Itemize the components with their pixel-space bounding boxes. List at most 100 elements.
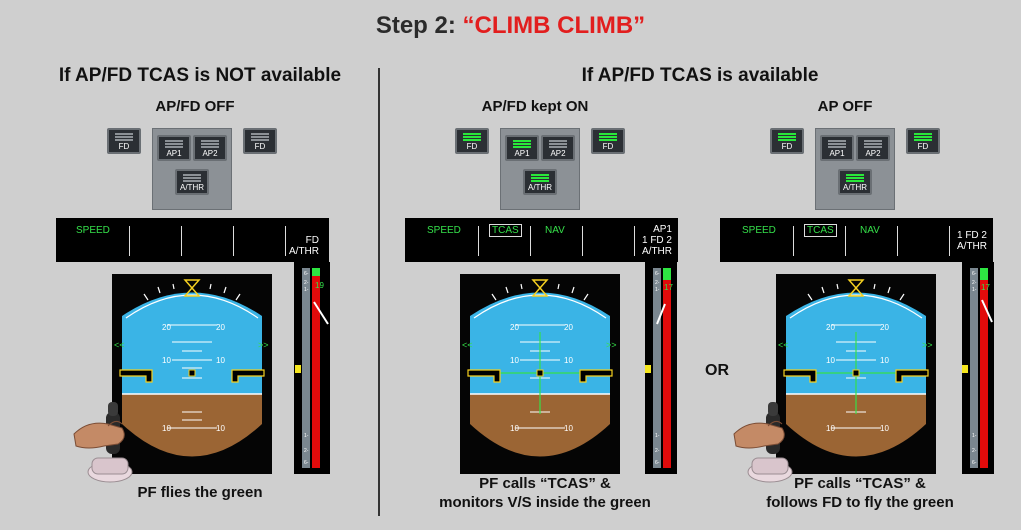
- svg-text:6-: 6-: [304, 460, 309, 466]
- svg-text:1-: 1-: [304, 433, 309, 439]
- pitch-label: 10: [880, 356, 889, 365]
- or-label: OR: [705, 362, 729, 379]
- fd1-button[interactable]: FD: [455, 128, 489, 154]
- ap2-button[interactable]: AP2: [856, 135, 890, 161]
- svg-text:2-: 2-: [972, 448, 977, 454]
- pitch-label: 20: [162, 323, 171, 332]
- pitch-label: 10: [510, 356, 519, 365]
- athr-button[interactable]: A/THR: [838, 169, 872, 195]
- svg-text:<<: <<: [778, 340, 789, 350]
- left-subheading: AP/FD OFF: [155, 98, 235, 115]
- ap2-button[interactable]: AP2: [541, 135, 575, 161]
- aircraft-symbol-left: [119, 369, 153, 383]
- fd1-button[interactable]: FD: [770, 128, 804, 154]
- col1-subheading: AP/FD kept ON: [481, 98, 589, 115]
- vsi-red-band: [980, 280, 988, 468]
- pfd-left: 20 20 10 10 10 10 << >>: [112, 274, 272, 474]
- pitch-label: 20: [564, 323, 573, 332]
- athr-button[interactable]: A/THR: [175, 169, 209, 195]
- pitch-label: 20: [880, 323, 889, 332]
- svg-text:2-: 2-: [655, 448, 660, 454]
- fd1-button[interactable]: FD: [107, 128, 141, 154]
- athr-button[interactable]: A/THR: [523, 169, 557, 195]
- svg-text:>>: >>: [922, 340, 933, 350]
- roll-index-icon: [847, 279, 865, 297]
- ap1-button[interactable]: AP1: [157, 135, 191, 161]
- svg-text:1-: 1-: [655, 287, 660, 293]
- pitch-label: 10: [162, 424, 171, 433]
- pitch-label: 10: [826, 356, 835, 365]
- title-callout: “CLIMB CLIMB”: [462, 12, 646, 39]
- vsi-red-band: [312, 276, 320, 468]
- sidestick-hand-icon: [733, 402, 793, 483]
- svg-text:6-: 6-: [972, 271, 977, 277]
- svg-text:2-: 2-: [304, 448, 309, 454]
- svg-text:6-: 6-: [655, 460, 660, 466]
- pitch-label: 10: [510, 424, 519, 433]
- svg-text:<<: <<: [114, 340, 125, 350]
- pitch-label: 20: [216, 323, 225, 332]
- col1-caption: PF calls “TCAS” & monitors V/S inside th…: [439, 475, 651, 511]
- fma-speed: SPEED: [76, 225, 110, 236]
- svg-text:2-: 2-: [304, 280, 309, 286]
- vsi-red-band: [663, 280, 671, 468]
- section-divider: [378, 68, 380, 516]
- fd2-button[interactable]: FD: [243, 128, 277, 154]
- vsi-green-band: [980, 268, 988, 280]
- ap1-button[interactable]: AP1: [820, 135, 854, 161]
- col2-subheading: AP OFF: [817, 98, 873, 115]
- fcu-left: FD AP1 AP2 FD A/THR: [105, 125, 285, 210]
- ap1-button[interactable]: AP1: [505, 135, 539, 161]
- svg-text:1-: 1-: [972, 433, 977, 439]
- ap2-button[interactable]: AP2: [193, 135, 227, 161]
- roll-index-icon: [183, 279, 201, 297]
- fma-speed: SPEED: [427, 225, 461, 236]
- svg-text:1-: 1-: [972, 287, 977, 293]
- pitch-label: 10: [162, 356, 171, 365]
- fma-nav: NAV: [860, 225, 880, 236]
- pfd-col2: 20 20 10 10 10 10 << >>: [776, 274, 936, 474]
- vsi-col1: 17 6-2-1-1-2-6-: [645, 262, 677, 474]
- pitch-label: 10: [880, 424, 889, 433]
- page-title: Step 2: “CLIMB CLIMB”: [0, 12, 1021, 40]
- vsi-col2: 17 6-2-1-1-2-6-: [962, 262, 994, 474]
- pitch-label: 10: [216, 356, 225, 365]
- pfd-col1: 20 20 10 10 10 10 << >>: [460, 274, 620, 474]
- fma-tcas: TCAS: [804, 224, 837, 237]
- pitch-label: 10: [216, 424, 225, 433]
- fd2-button[interactable]: FD: [591, 128, 625, 154]
- fd2-button[interactable]: FD: [906, 128, 940, 154]
- sidestick-hand-icon: [73, 402, 133, 483]
- roll-index-icon: [531, 279, 549, 297]
- sky: [122, 292, 262, 394]
- svg-text:<<: <<: [462, 340, 473, 350]
- svg-text:1-: 1-: [655, 433, 660, 439]
- vsi-value: 19: [315, 281, 324, 290]
- vsi-green-band: [663, 268, 671, 280]
- svg-text:1-: 1-: [304, 287, 309, 293]
- title-prefix: Step 2:: [375, 12, 463, 39]
- right-heading: If AP/FD TCAS is available: [581, 65, 819, 86]
- svg-text:6-: 6-: [304, 271, 309, 277]
- svg-text:2-: 2-: [972, 280, 977, 286]
- fma-tcas: TCAS: [489, 224, 522, 237]
- vsi-left: 19 6-2-1-1-2-6-: [294, 262, 330, 474]
- left-heading: If AP/FD TCAS is NOT available: [58, 65, 342, 86]
- pitch-label: 10: [564, 356, 573, 365]
- vsi-value: 17: [664, 283, 673, 292]
- pitch-label: 10: [826, 424, 835, 433]
- pitch-label: 20: [826, 323, 835, 332]
- svg-text:6-: 6-: [972, 460, 977, 466]
- fma-nav: NAV: [545, 225, 565, 236]
- vsi-value: 17: [981, 283, 990, 292]
- pitch-label: 20: [510, 323, 519, 332]
- vsi-green-band: [312, 268, 320, 276]
- fma-speed: SPEED: [742, 225, 776, 236]
- col2-caption: PF calls “TCAS” & follows FD to fly the …: [766, 475, 954, 511]
